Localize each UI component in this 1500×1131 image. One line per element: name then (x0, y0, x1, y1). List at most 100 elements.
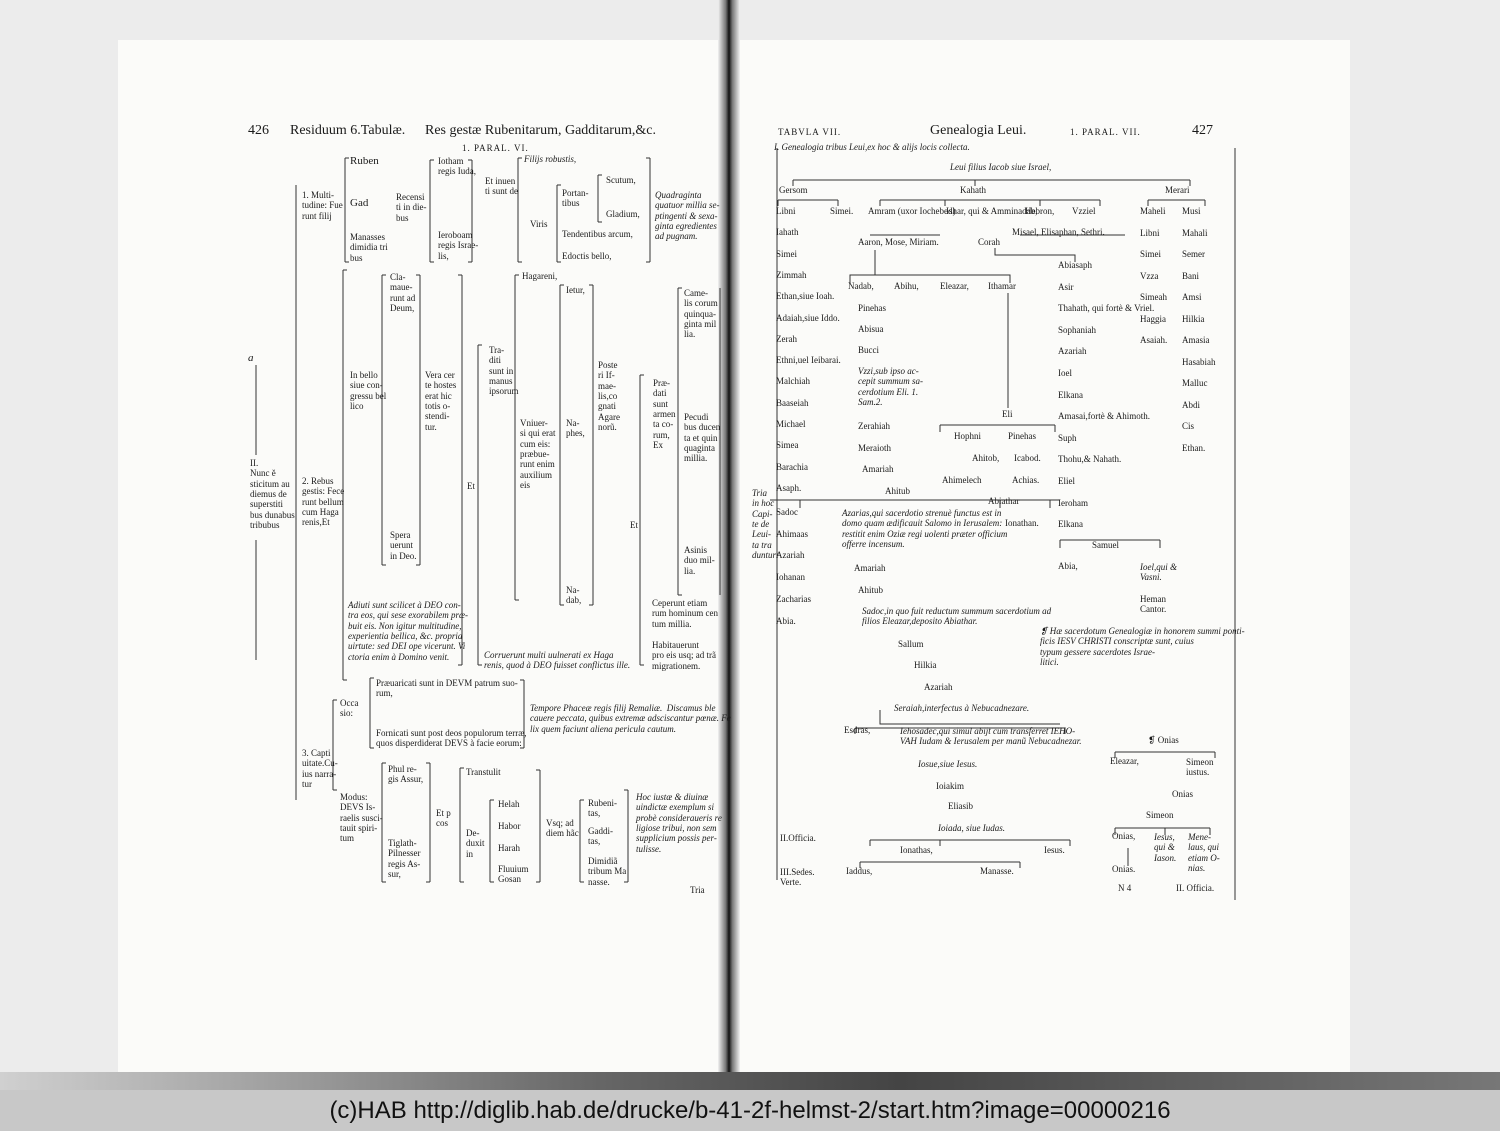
genealogy-name: Simeah (1140, 292, 1167, 302)
sperauerunt: Spera uerunt in Deo. (390, 530, 417, 561)
genealogy-name: Haggia (1140, 313, 1166, 324)
ahitob: Ahitob, (972, 453, 1000, 463)
hoc-note: Hoc iustæ & diuinæ uindictæ exemplum si … (636, 792, 722, 854)
genealogy-name: Ethan. (1182, 442, 1206, 453)
et-inuenti: Et inuen ti sunt de (485, 176, 518, 197)
right-page (738, 40, 1350, 1074)
place-harah: Harah (498, 843, 520, 853)
genealogy-name: Vzza (1140, 270, 1159, 281)
azarias-note: Azarias,qui sacerdotio strenuè functus e… (842, 508, 1008, 550)
genealogy-name: Thohu,& Nahath. (1058, 454, 1122, 465)
genealogy-name: Mahali (1182, 227, 1208, 238)
tendentibus: Tendentibus arcum, (562, 229, 633, 239)
genealogy-name: Amasai,fortè & Ahimoth. (1058, 411, 1150, 422)
tree-root: Leui filius Iacob siue Israel, (950, 162, 1052, 172)
vera-note: Vera cer te hostes erat hic totis o- ste… (425, 370, 457, 432)
genealogy-name: Baaseiah (776, 397, 809, 408)
corruerunt: Corruerunt multi uulnerati ex Haga renis… (484, 650, 631, 671)
genealogy-name: Ioel (1058, 368, 1072, 378)
adiuti-note: Adiuti sunt scilicet à DEO con- tra eos,… (348, 600, 468, 662)
iehosadec: Iehosadec,qui simul abijt cum transferre… (900, 726, 1082, 747)
ahimelech: Ahimelech (942, 475, 982, 485)
habitauerunt: Habitauerunt pro eis usq; ad trã migrati… (652, 640, 716, 671)
traditi: Tra- diti sunt in manus ipsorum (489, 345, 519, 397)
phul: Phul re- gis Assur, (388, 764, 424, 785)
heman: Heman Cantor. (1140, 594, 1167, 615)
sedes-label: III.Sedes. Verte. (780, 867, 815, 888)
naphes: Na- phes, (566, 418, 585, 439)
sallum: Sallum (898, 639, 924, 649)
weapon-gladium: Gladium, (606, 209, 640, 219)
samuel: Samuel (1092, 540, 1119, 550)
simei: Simei. (830, 206, 854, 216)
aaron-son-abihu: Abihu, (894, 281, 919, 291)
onias-last: Onias. (1112, 864, 1136, 874)
ahitub: Ahitub (885, 486, 911, 496)
hilkia: Hilkia (914, 660, 937, 670)
abisua: Abisua (858, 324, 884, 334)
left-page (118, 40, 724, 1074)
praeuaricati: Præuaricati sunt in DEVM patrum suo- rum… (376, 678, 518, 699)
et-post: Et p cos (436, 808, 451, 829)
meraioth: Meraioth (858, 443, 891, 453)
genealogy-name: Suph (1058, 432, 1077, 443)
weapon-scutum: Scutum, (606, 175, 636, 185)
amariah: Amariah (862, 464, 894, 474)
dimidiam-tribum: Dimidiã tribum Ma nasse. (588, 856, 627, 887)
modus: Modus: DEVS Is- raelis susci- tauit spir… (340, 792, 383, 844)
zerahiah: Zerahiah (858, 421, 890, 431)
viris: Viris (530, 219, 548, 229)
icabod: Icabod. (1014, 453, 1041, 463)
genealogy-name: Zerah (776, 333, 797, 344)
genealogy-name: Simea (776, 440, 799, 451)
genealogy-name: Sadoc (776, 507, 798, 517)
genealogy-name: Azariah (1058, 346, 1087, 357)
ionathas: Ionathas, (900, 845, 933, 855)
pinehas: Pinehas (858, 303, 886, 313)
occasio: Occa sio: (340, 698, 359, 719)
section-label: I. Genealogia tribus Leui,ex hoc & alijs… (774, 142, 970, 152)
genealogy-name: Semer (1182, 249, 1205, 259)
scan-bottom-edge (0, 1072, 1500, 1090)
vniuersi: Vniuer- si qui erat cum eis: prӕbue- run… (520, 418, 556, 491)
genealogy-name: Hasabiah (1182, 356, 1216, 367)
king-ieroboam: Ieroboam regis Israe- lis, (438, 230, 479, 261)
genealogy-name: Ieroham (1058, 497, 1088, 508)
asinis: Asinis duo mil- lia. (684, 545, 715, 576)
sadoc-note: Sadoc,in quo fuit reductum summum sacerd… (862, 606, 1052, 627)
pecudibus: Pecudi bus ducen ta et quin quaginta mil… (684, 412, 721, 464)
vzzi-note: Vzzi,sub ipso ac- cepit summum sa- cerdo… (858, 366, 923, 408)
bucci: Bucci (858, 345, 879, 355)
left-running-title: Residuum 6.Tabulæ. (290, 123, 406, 138)
nadab: Na- dab, (566, 585, 582, 606)
transtulit: Transtulit (466, 767, 501, 777)
genealogy-name: Barachia (776, 461, 808, 472)
genealogy-name: Simei (1140, 249, 1162, 259)
edoctis: Edoctis bello, (562, 251, 612, 261)
genealogy-name: Adaiah,siue Iddo. (776, 312, 840, 323)
clamauerunt: Cla- maue- runt ad Deum, (390, 272, 416, 314)
genealogy-name: Abiasaph (1058, 260, 1092, 270)
left-reference: 1. PARAL. VI. (462, 143, 529, 153)
count-44760: Quadraginta quatuor millia se- ptingenti… (655, 190, 720, 242)
kahath-son-vzziel: Vzziel (1072, 206, 1096, 216)
genealogy-name: Ahimaas (776, 528, 808, 539)
in-bello: In bello siue con- gressu bel lico (350, 370, 387, 412)
ionathan: Ionathan. (1005, 518, 1039, 528)
tabula-label: TABVLA VII. (778, 127, 842, 137)
ioiada: Ioiada, siue Iudas. (938, 823, 1005, 833)
aaron-son-ithamar: Ithamar (988, 281, 1016, 291)
genealogy-name: Zimmah (776, 269, 807, 280)
deduxit: De- duxit in (466, 828, 485, 859)
branch3-label: 3. Capti uitate.Cu- ius narra- tur (302, 748, 338, 790)
amariah-2: Amariah (854, 563, 886, 573)
onias-eleazar: Eleazar, (1110, 756, 1139, 766)
kahath-son-amram: Amram (uxor Iochebed) (868, 206, 956, 216)
corah: Corah (978, 237, 1000, 247)
genealogy-name: Elkana (1058, 519, 1083, 530)
cameli: Came- lis corum quinqua- ginta mil lia. (684, 288, 718, 340)
son-merari: Merari (1165, 185, 1190, 195)
side-mark: a (248, 352, 254, 364)
vzziel-sons: Misael, Elisaphan, Sethri. (1012, 227, 1105, 237)
genealogy-name: Iohanan (776, 572, 805, 583)
